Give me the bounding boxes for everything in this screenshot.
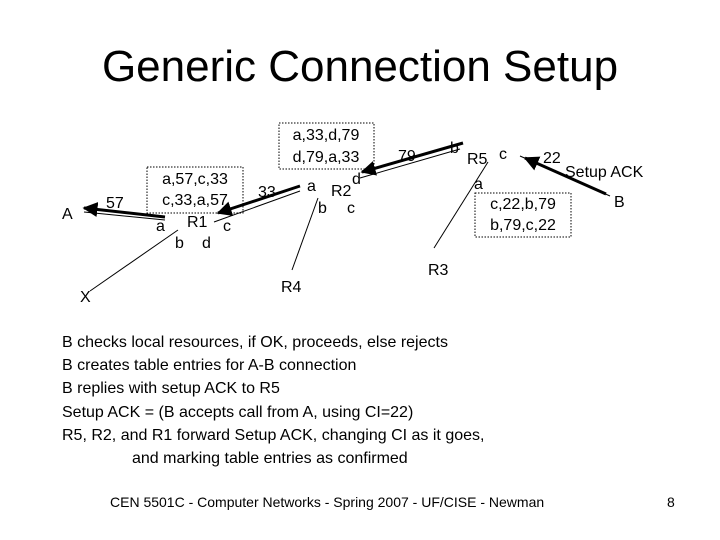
node-x: X [80, 289, 91, 306]
network-diagram: A X B R1 R2 R3 R4 R5 a b c d a b c d a b… [62, 122, 644, 306]
ci-label-r1-r2: 33 [258, 184, 276, 201]
r1-table-row: c,33,a,57 [162, 192, 228, 209]
r1-port-c: c [223, 218, 231, 235]
r1-port-d: d [202, 235, 211, 252]
link-x-r1 [89, 229, 179, 292]
node-r2: R2 [331, 183, 352, 200]
note-line: B creates table entries for A-B connecti… [62, 357, 357, 375]
ci-label-a-r1: 57 [106, 195, 124, 212]
slide-footer: CEN 5501C - Computer Networks - Spring 2… [110, 494, 545, 510]
r5-table-row: b,79,c,22 [490, 217, 556, 234]
r2-table-row: a,33,d,79 [293, 127, 360, 144]
r2-port-c: c [347, 200, 355, 217]
link-r1-r2 [213, 190, 301, 223]
ack-arrow-b-r5 [523, 156, 607, 196]
r5-port-c: c [499, 146, 507, 163]
note-line: B checks local resources, if OK, proceed… [62, 334, 448, 351]
note-line: R5, R2, and R1 forward Setup ACK, changi… [62, 426, 485, 444]
ci-label-r2-r5: 79 [398, 148, 416, 165]
node-r3: R3 [428, 262, 449, 279]
node-r1: R1 [187, 214, 208, 231]
r5-table-row: c,22,b,79 [490, 196, 556, 213]
r5-port-b: b [450, 140, 459, 157]
note-line: B replies with setup ACK to R5 [62, 380, 280, 398]
ack-arrow-r2-r1 [216, 184, 301, 216]
r2-table-row: d,79,a,33 [293, 149, 360, 166]
note-line: and marking table entries as confirmed [132, 450, 408, 468]
ci-label-r5-b: 22 [543, 150, 561, 167]
page-number: 8 [667, 494, 675, 510]
note-line: Setup ACK = (B accepts call from A, usin… [62, 403, 414, 421]
r2-port-b: b [318, 200, 327, 217]
r1-table-row: a,57,c,33 [162, 171, 228, 188]
link-r2-r4 [291, 197, 319, 271]
setup-ack-label: Setup ACK [565, 164, 644, 181]
node-b: B [614, 194, 625, 211]
r2-port-a: a [307, 178, 316, 195]
r5-port-a: a [474, 176, 483, 193]
r1-table-box [146, 166, 244, 214]
link-r5-r3 [433, 161, 489, 249]
r5-table-box [474, 192, 572, 238]
table-boxes [146, 122, 572, 238]
node-a: A [62, 206, 73, 223]
r2-table-box [278, 122, 375, 170]
ack-arrow-r5-r2 [360, 141, 464, 176]
explanation-text: B checks local resources, if OK, proceed… [62, 331, 484, 470]
r1-port-a: a [156, 218, 165, 235]
r2-port-d: d [352, 171, 361, 188]
node-r4: R4 [281, 279, 302, 296]
ack-arrow-r1-a [82, 202, 166, 219]
node-r5: R5 [467, 151, 488, 168]
r1-port-b: b [175, 235, 184, 252]
setup-ack-arrows [82, 141, 607, 219]
slide-title: Generic Connection Setup [101, 42, 619, 91]
